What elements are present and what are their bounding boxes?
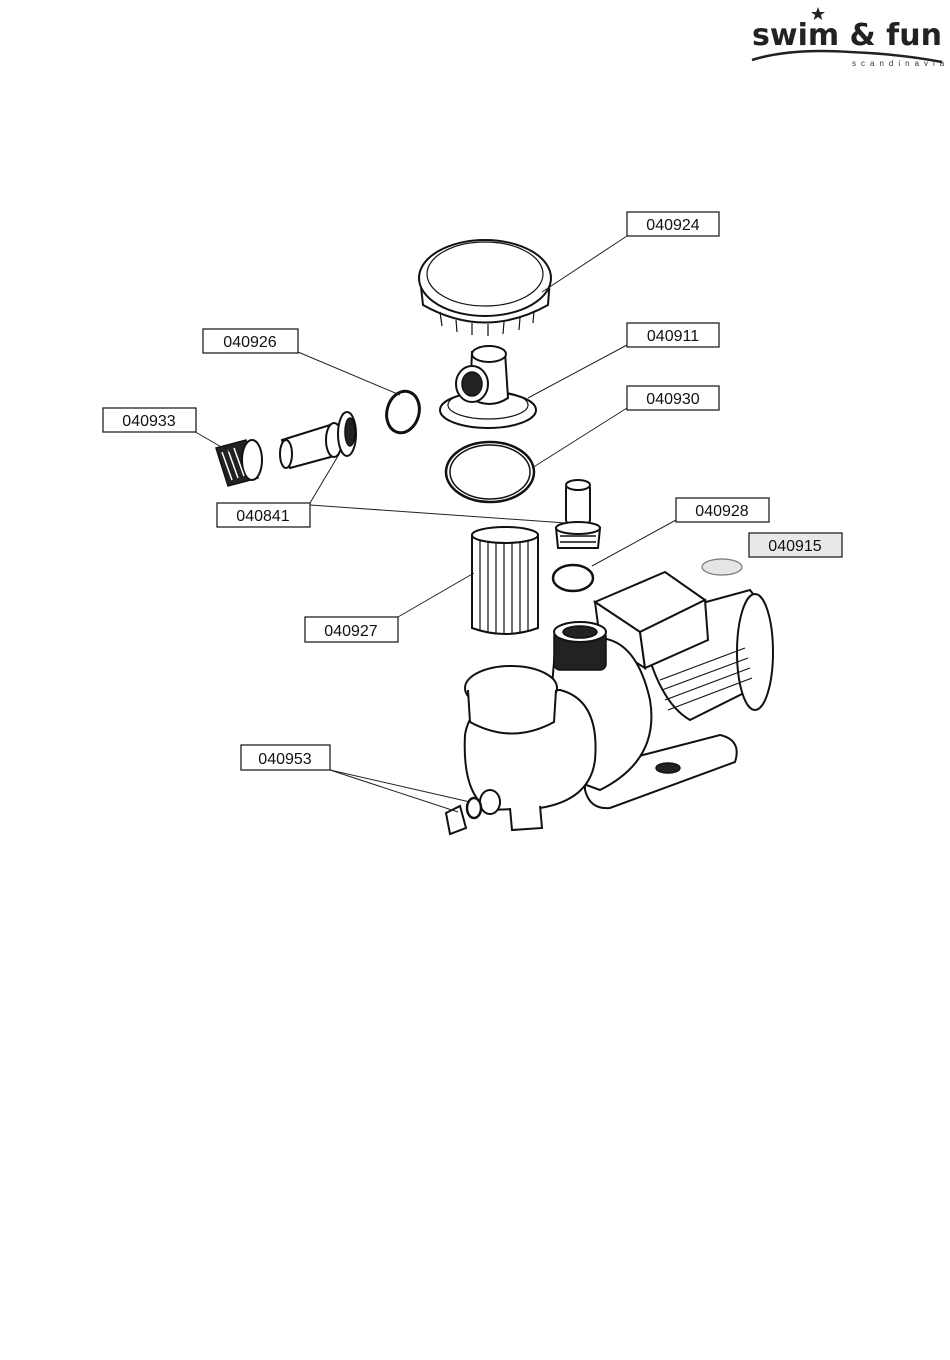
label-040911: 040911 (627, 323, 719, 347)
brand-logo: swim & fun scandinavia (752, 7, 949, 68)
label-text: 040953 (258, 751, 311, 768)
label-040928: 040928 (676, 498, 769, 522)
brand-name: swim & fun (752, 18, 942, 53)
part-strainer-basket (472, 527, 538, 635)
label-040841: 040841 (217, 503, 310, 527)
label-text: 040926 (223, 334, 276, 351)
label-040933: 040933 (103, 408, 196, 432)
label-040953: 040953 (241, 745, 330, 770)
part-oring-fitting (553, 565, 593, 591)
label-text: 040915 (768, 538, 821, 555)
part-oring-small (382, 388, 424, 437)
part-hose-connector (280, 412, 356, 468)
part-oring-large (446, 442, 534, 502)
label-text: 040911 (647, 328, 699, 345)
part-strainer-cover (440, 346, 536, 428)
label-040927: 040927 (305, 617, 398, 642)
label-040926: 040926 (203, 329, 298, 353)
label-040924: 040924 (627, 212, 719, 236)
label-text: 040841 (236, 508, 289, 525)
part-fitting (556, 480, 600, 548)
label-text: 040933 (122, 413, 175, 430)
label-text: 040924 (646, 217, 699, 234)
part-sight-glass (702, 559, 742, 575)
label-text: 040927 (324, 623, 377, 640)
part-union-nut (216, 440, 262, 486)
part-lid (419, 240, 551, 336)
label-text: 040930 (646, 391, 699, 408)
label-text: 040928 (695, 503, 748, 520)
label-040915: 040915 (749, 533, 842, 557)
label-040930: 040930 (627, 386, 719, 410)
